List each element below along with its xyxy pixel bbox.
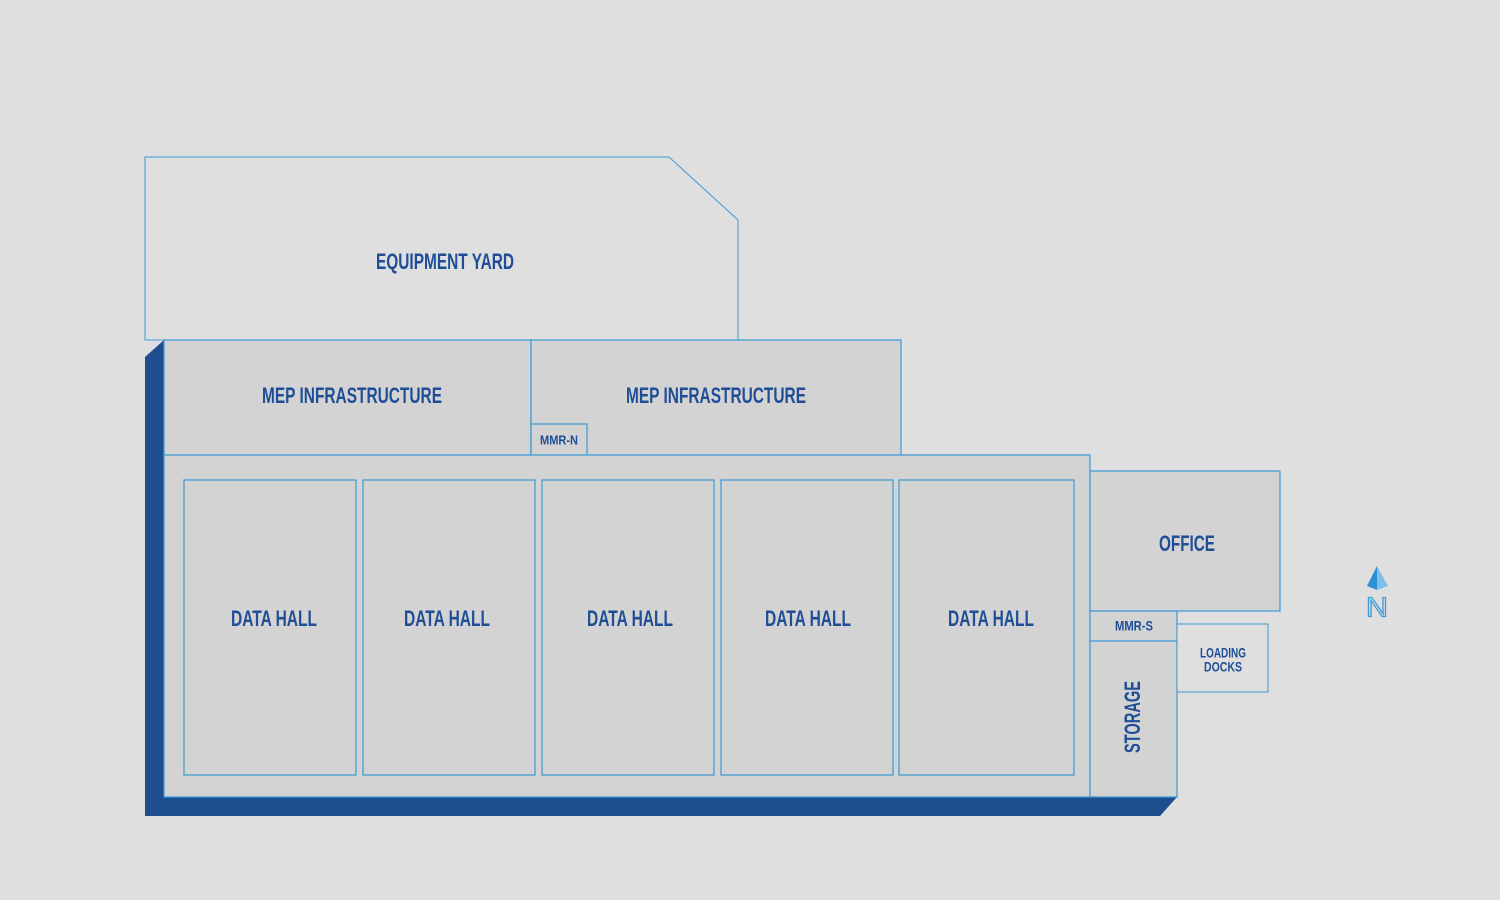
- loading-docks-label-line1: LOADING: [1200, 645, 1246, 661]
- data-hall-2: [362, 479, 536, 776]
- storage-label: STORAGE: [1120, 681, 1145, 753]
- data-hall-1: [183, 479, 357, 776]
- mmr-south-label: MMR-S: [1115, 618, 1153, 634]
- data-hall-label: DATA HALL: [948, 606, 1034, 631]
- data-hall-label: DATA HALL: [231, 606, 317, 631]
- mmr-north-room: [530, 423, 588, 456]
- data-halls: DATA HALL DATA HALL DATA HALL DATA HALL …: [183, 479, 1075, 776]
- north-arrow-icon: N: [1365, 566, 1389, 623]
- mep-east-label: MEP INFRASTRUCTURE: [626, 383, 806, 408]
- north-label: N: [1366, 591, 1388, 622]
- data-hall-5: [898, 479, 1075, 776]
- data-hall-3: [541, 479, 715, 776]
- data-hall-label: DATA HALL: [765, 606, 851, 631]
- equipment-yard-label: EQUIPMENT YARD: [376, 249, 514, 274]
- data-hall-label: DATA HALL: [587, 606, 673, 631]
- data-hall-label: DATA HALL: [404, 606, 490, 631]
- loading-docks-label-line2: DOCKS: [1204, 659, 1242, 675]
- data-hall-4: [720, 479, 894, 776]
- mep-west-label: MEP INFRASTRUCTURE: [262, 383, 442, 408]
- storage-room: [1089, 640, 1178, 798]
- mep-infrastructure-west: [163, 339, 532, 456]
- mmr-north-label: MMR-N: [540, 432, 578, 447]
- office-room: [1089, 470, 1281, 612]
- loading-docks-area: [1176, 623, 1269, 693]
- equipment-yard-area: [144, 156, 739, 341]
- office-label: OFFICE: [1159, 531, 1215, 556]
